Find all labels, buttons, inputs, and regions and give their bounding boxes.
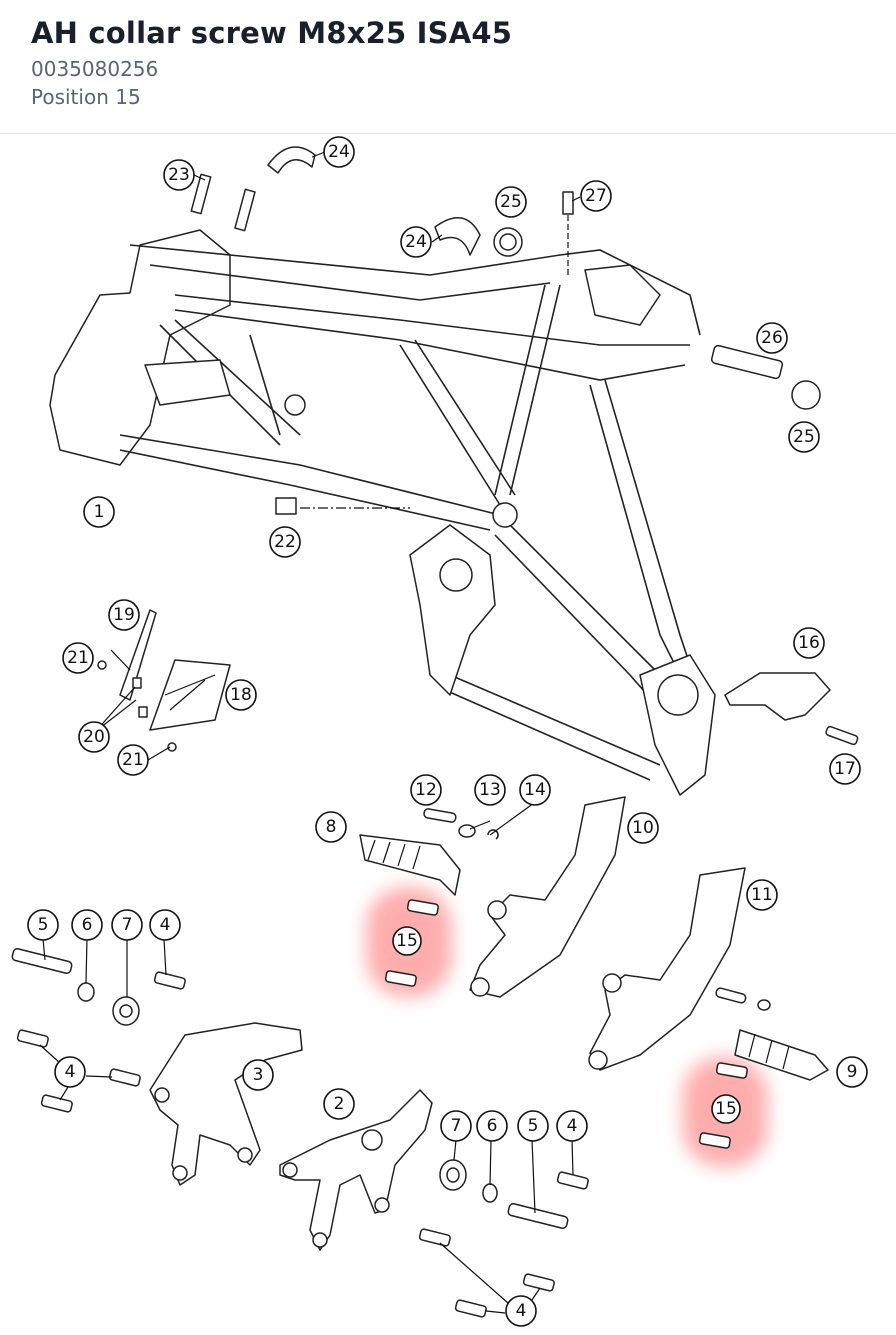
callout-11[interactable]: 11 — [746, 879, 778, 911]
svg-text:2: 2 — [334, 1094, 345, 1114]
callout-2[interactable]: 2 — [323, 1088, 355, 1120]
svg-text:4: 4 — [160, 915, 171, 935]
svg-text:24: 24 — [328, 142, 350, 162]
callout-9[interactable]: 9 — [836, 1056, 868, 1088]
svg-text:13: 13 — [479, 780, 501, 800]
svg-text:11: 11 — [751, 885, 773, 905]
svg-text:27: 27 — [585, 186, 607, 206]
svg-text:4: 4 — [516, 1301, 527, 1321]
callout-10[interactable]: 10 — [627, 812, 659, 844]
page-title: AH collar screw M8x25 ISA45 — [31, 16, 513, 50]
callout-26[interactable]: 26 — [756, 322, 788, 354]
svg-text:20: 20 — [83, 727, 105, 747]
svg-text:24: 24 — [405, 232, 427, 252]
svg-text:3: 3 — [253, 1065, 264, 1085]
svg-text:22: 22 — [274, 532, 296, 552]
svg-text:25: 25 — [793, 427, 815, 447]
callout-18[interactable]: 18 — [225, 679, 257, 711]
callout-20[interactable]: 20 — [78, 721, 110, 753]
svg-text:6: 6 — [82, 915, 93, 935]
callout-24-b[interactable]: 24 — [400, 226, 432, 258]
small-parts — [11, 146, 859, 1318]
callout-5-a[interactable]: 5 — [27, 909, 59, 941]
callout-25-b[interactable]: 25 — [788, 421, 820, 453]
svg-text:5: 5 — [38, 915, 49, 935]
callout-21-a[interactable]: 21 — [62, 642, 94, 674]
callout-14[interactable]: 14 — [519, 774, 551, 806]
callout-25-a[interactable]: 25 — [495, 186, 527, 218]
svg-text:5: 5 — [528, 1116, 539, 1136]
callout-15-b[interactable]: 15 — [711, 1094, 741, 1124]
callout-19[interactable]: 19 — [108, 599, 140, 631]
svg-text:9: 9 — [847, 1062, 858, 1082]
svg-text:23: 23 — [168, 165, 190, 185]
callout-5-b[interactable]: 5 — [517, 1110, 549, 1142]
callout-4-b[interactable]: 4 — [54, 1056, 86, 1088]
svg-text:26: 26 — [761, 328, 783, 348]
callout-23[interactable]: 23 — [163, 159, 195, 191]
exploded-parts-diagram: 1 2 3 4 4 4 4 5 5 6 6 7 7 8 9 10 11 12 1… — [11, 136, 868, 1327]
svg-text:21: 21 — [122, 750, 144, 770]
callout-6-a[interactable]: 6 — [71, 909, 103, 941]
callout-4-a[interactable]: 4 — [149, 909, 181, 941]
callout-8[interactable]: 8 — [315, 811, 347, 843]
svg-text:4: 4 — [567, 1116, 578, 1136]
svg-text:4: 4 — [65, 1062, 76, 1082]
callouts: 1 2 3 4 4 4 4 5 5 6 6 7 7 8 9 10 11 12 1… — [27, 136, 868, 1327]
callout-4-c[interactable]: 4 — [556, 1110, 588, 1142]
svg-text:15: 15 — [396, 931, 418, 951]
callout-4-d[interactable]: 4 — [505, 1295, 537, 1327]
callout-6-b[interactable]: 6 — [476, 1110, 508, 1142]
callout-16[interactable]: 16 — [793, 627, 825, 659]
callout-3[interactable]: 3 — [242, 1059, 274, 1091]
svg-text:17: 17 — [834, 759, 856, 779]
position-label: Position 15 — [31, 85, 141, 109]
svg-text:12: 12 — [415, 780, 437, 800]
svg-text:16: 16 — [798, 633, 820, 653]
svg-text:15: 15 — [715, 1099, 737, 1119]
svg-text:7: 7 — [451, 1116, 462, 1136]
callout-22[interactable]: 22 — [269, 526, 301, 558]
svg-text:18: 18 — [230, 685, 252, 705]
callout-15-a[interactable]: 15 — [392, 926, 422, 956]
header: AH collar screw M8x25 ISA45 0035080256 P… — [0, 0, 896, 134]
svg-text:6: 6 — [487, 1116, 498, 1136]
callout-7-a[interactable]: 7 — [111, 909, 143, 941]
svg-text:1: 1 — [94, 502, 105, 522]
callout-7-b[interactable]: 7 — [440, 1110, 472, 1142]
callout-21-b[interactable]: 21 — [117, 744, 149, 776]
callout-24-a[interactable]: 24 — [323, 136, 355, 168]
svg-text:14: 14 — [524, 780, 546, 800]
svg-text:10: 10 — [632, 818, 654, 838]
part-number: 0035080256 — [31, 57, 159, 81]
svg-text:21: 21 — [67, 648, 89, 668]
callout-17[interactable]: 17 — [829, 753, 861, 785]
callout-13[interactable]: 13 — [474, 774, 506, 806]
callout-27[interactable]: 27 — [580, 180, 612, 212]
svg-text:19: 19 — [113, 605, 135, 625]
svg-text:25: 25 — [500, 192, 522, 212]
callout-1[interactable]: 1 — [83, 496, 115, 528]
main-frame — [49, 229, 716, 796]
leader-lines — [39, 151, 581, 1314]
svg-text:8: 8 — [326, 817, 337, 837]
callout-12[interactable]: 12 — [410, 774, 442, 806]
svg-text:7: 7 — [122, 915, 133, 935]
